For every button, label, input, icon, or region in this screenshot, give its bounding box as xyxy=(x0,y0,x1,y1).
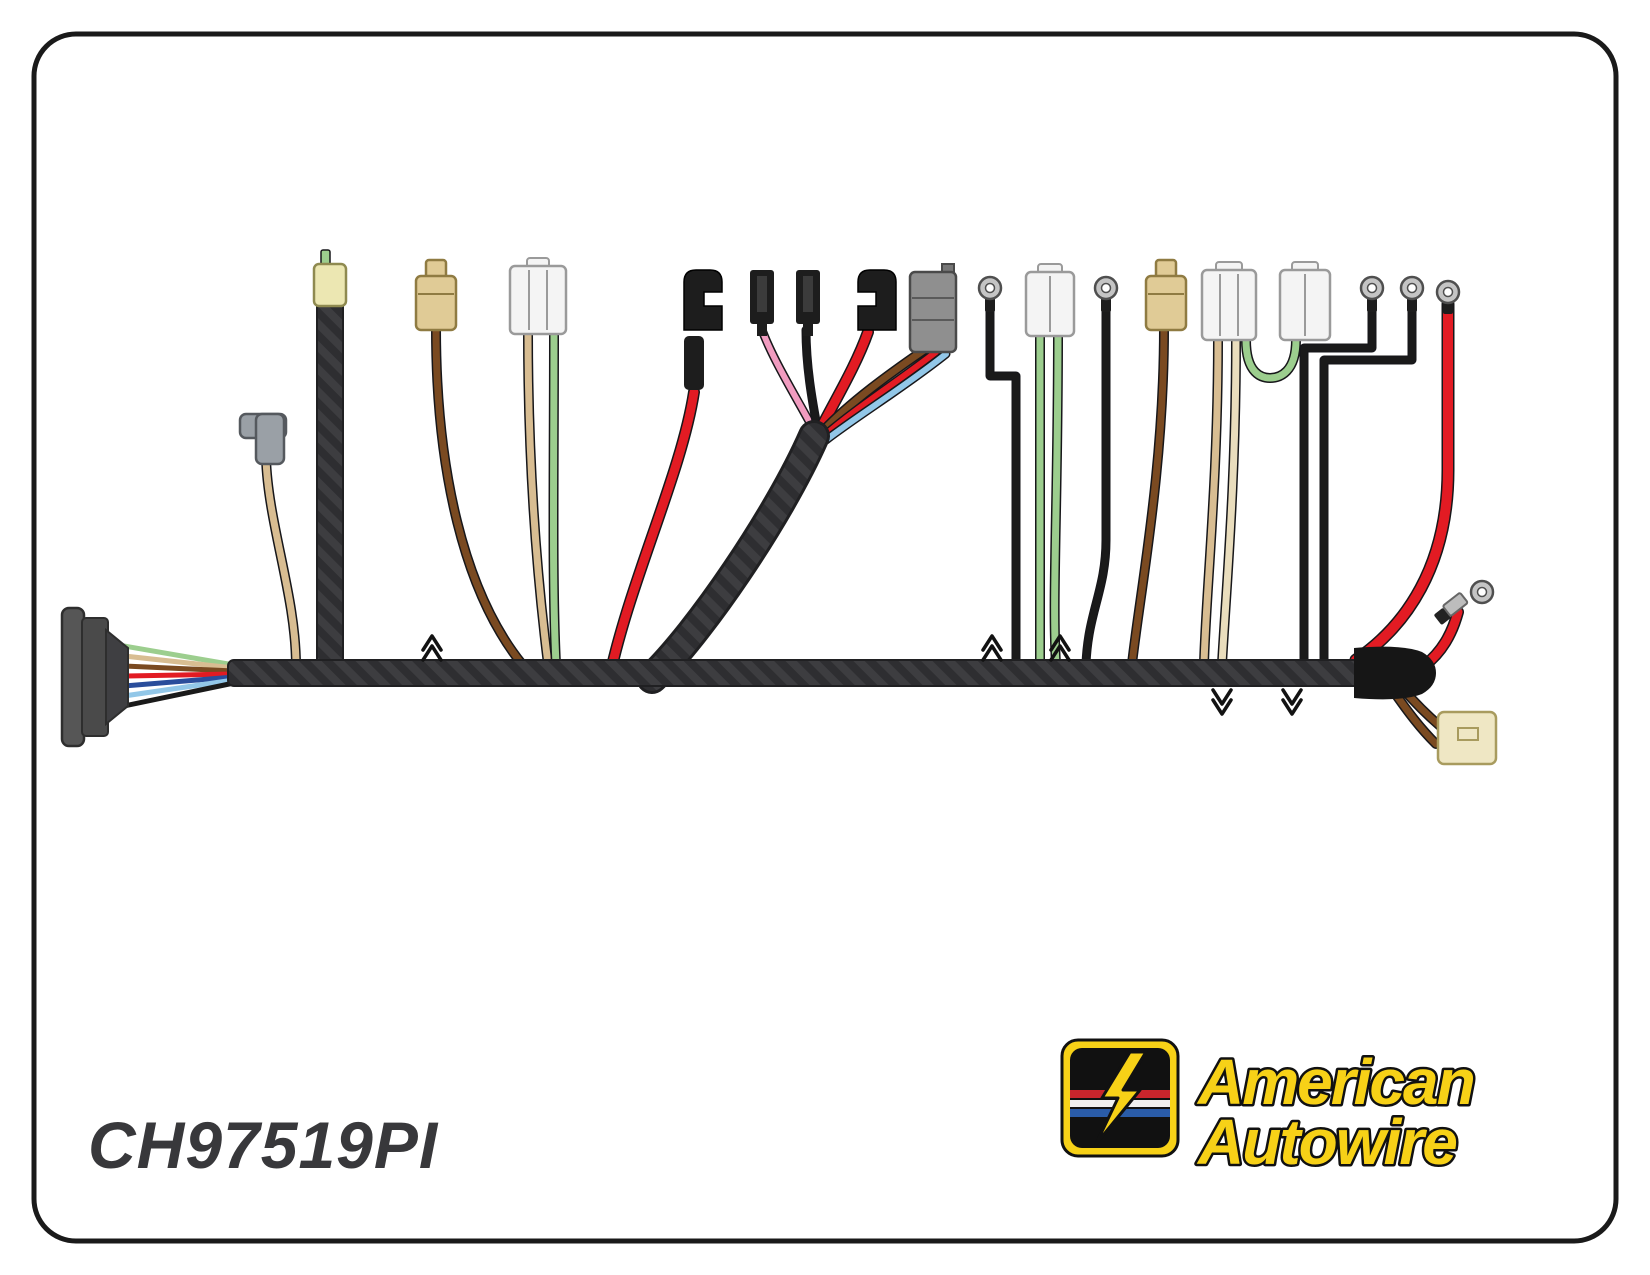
flag-terminal-left xyxy=(683,269,723,390)
lightning-bolt-icon xyxy=(1094,1050,1148,1146)
part-number: CH97519PI xyxy=(88,1108,439,1182)
ring-terminal-1 xyxy=(977,275,1003,312)
brand-name-line1: American xyxy=(1196,1046,1474,1118)
ring-terminal-4 xyxy=(1399,275,1425,312)
wire-dark-blue xyxy=(121,674,237,689)
pale-yellow-connector xyxy=(312,249,348,308)
wire-brown xyxy=(121,663,237,674)
lightning-bolt-badge xyxy=(1060,1038,1180,1158)
white-connector-right-1 xyxy=(1200,261,1258,342)
gray-connector xyxy=(908,263,958,354)
crimp-splice xyxy=(1434,592,1469,625)
fan-wires xyxy=(121,643,237,709)
tan-connector-right xyxy=(1144,258,1188,332)
white-connector-left xyxy=(508,257,568,336)
wire-green xyxy=(121,643,237,668)
white-connector-right-2 xyxy=(1278,261,1332,342)
harness-end-boot xyxy=(1354,646,1436,700)
ring-terminal-crimped xyxy=(1469,579,1495,605)
ring-terminal-2 xyxy=(1093,275,1119,312)
bulkhead-connector xyxy=(60,606,129,748)
branch-loom-vertical xyxy=(316,299,344,665)
wire-light-blue xyxy=(121,677,237,699)
tan-connector-left xyxy=(414,258,458,332)
ring-terminal-3 xyxy=(1359,275,1385,312)
wire-tan xyxy=(121,653,237,671)
brand-logo: American Autowire xyxy=(1060,1038,1478,1181)
spade-terminal-2 xyxy=(796,270,820,336)
spade-terminal-1 xyxy=(750,270,774,336)
elbow-boot-connector xyxy=(238,412,288,466)
brand-name-line2: Autowire xyxy=(1196,1106,1456,1178)
wiring-harness-diagram xyxy=(60,249,1498,766)
wire-red xyxy=(121,671,237,679)
flag-terminal-right xyxy=(857,269,897,331)
wire-black xyxy=(121,680,237,709)
ring-terminal-5 xyxy=(1435,279,1461,314)
heat-shrink-sleeve xyxy=(684,336,704,390)
cream-connector xyxy=(1436,710,1498,766)
main-harness-loom xyxy=(227,659,1371,687)
white-connector-mid xyxy=(1024,263,1076,338)
wire-green-mid-2 xyxy=(1055,334,1058,664)
wire-green-connector-d xyxy=(554,332,557,664)
